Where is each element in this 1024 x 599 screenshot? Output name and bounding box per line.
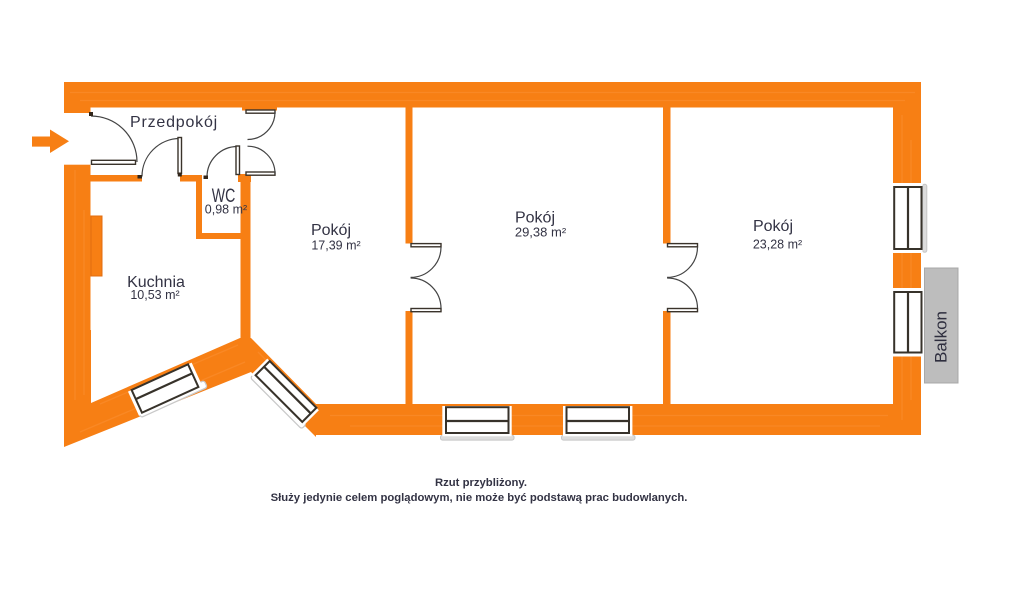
svg-text:17,39 m²: 17,39 m² bbox=[311, 239, 360, 253]
svg-text:0,98 m²: 0,98 m² bbox=[205, 203, 247, 217]
svg-text:Pokój: Pokój bbox=[753, 218, 793, 235]
svg-text:10,53 m²: 10,53 m² bbox=[130, 288, 179, 302]
svg-text:Służy jedynie celem poglądowym: Służy jedynie celem poglądowym, nie może… bbox=[271, 492, 688, 504]
svg-text:Kuchnia: Kuchnia bbox=[127, 274, 185, 291]
svg-text:29,38 m²: 29,38 m² bbox=[515, 225, 567, 240]
svg-text:Przedpokój: Przedpokój bbox=[130, 114, 218, 131]
svg-text:Pokój: Pokój bbox=[311, 222, 351, 239]
svg-text:WC: WC bbox=[212, 186, 236, 207]
svg-text:Rzut przybliżony.: Rzut przybliżony. bbox=[435, 477, 527, 489]
svg-text:Pokój: Pokój bbox=[515, 210, 555, 227]
svg-text:Balkon: Balkon bbox=[932, 311, 951, 363]
svg-text:23,28 m²: 23,28 m² bbox=[753, 238, 802, 252]
